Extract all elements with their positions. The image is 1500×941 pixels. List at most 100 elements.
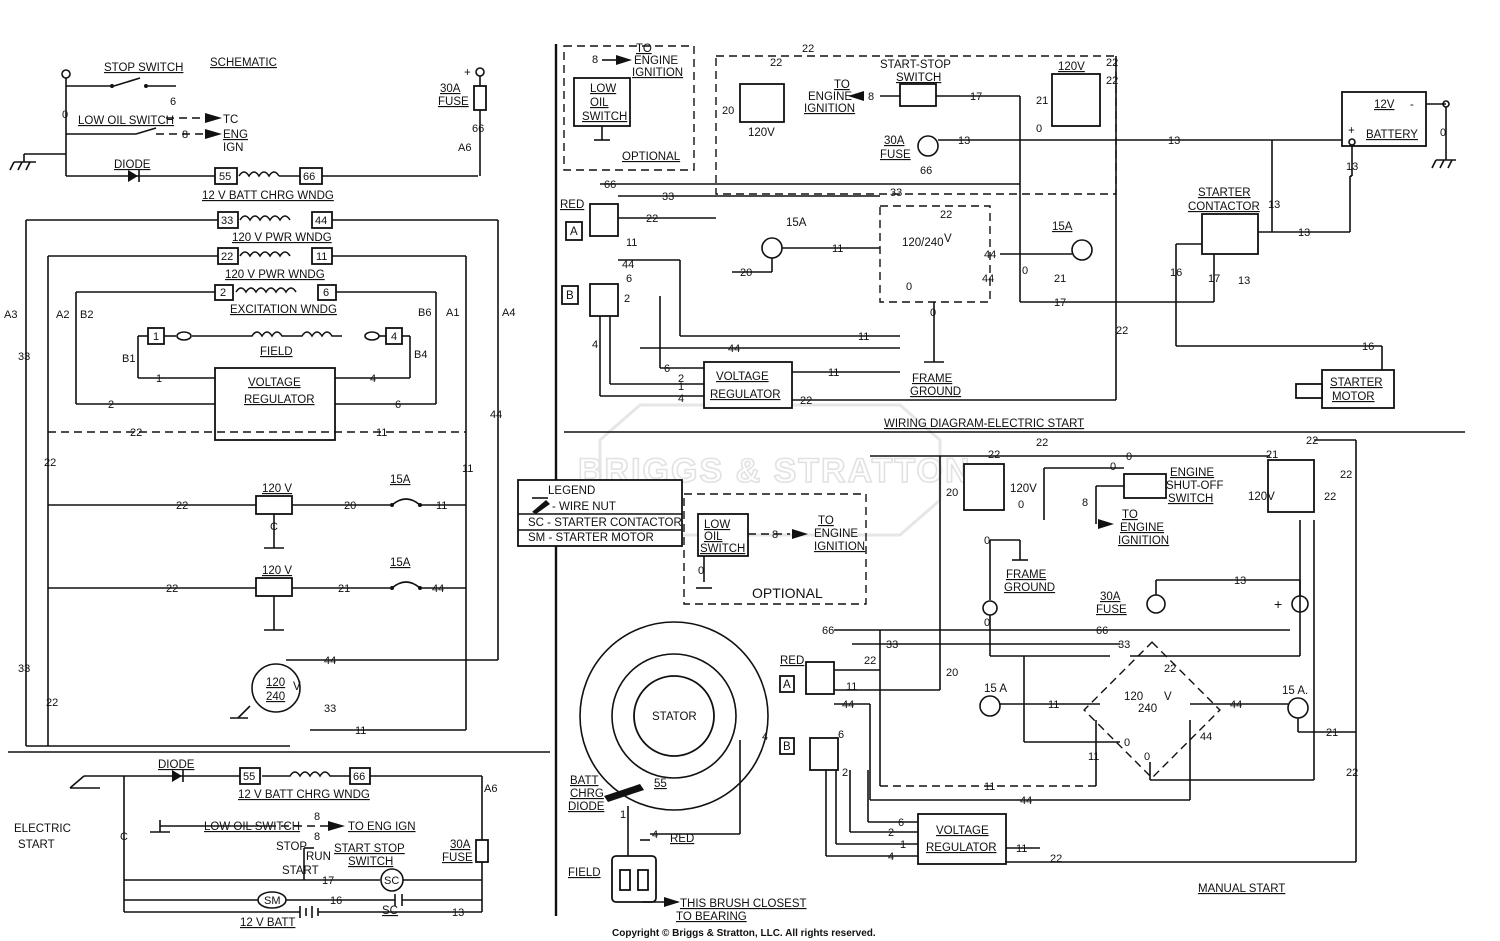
fuse-icon <box>917 135 939 157</box>
terminal-55 <box>239 767 261 785</box>
svg-text:44: 44 <box>622 259 634 271</box>
schematic-panel: SCHEMATIC STOP SWITCH 6 0 LOW OIL SWITCH… <box>4 57 515 747</box>
arrow-icon <box>848 91 864 101</box>
svg-text:-: - <box>1410 99 1414 111</box>
svg-text:44: 44 <box>1020 795 1032 807</box>
svg-text:B: B <box>566 290 574 302</box>
svg-text:33: 33 <box>886 639 898 651</box>
svg-text:0: 0 <box>1110 461 1116 473</box>
electric-start-label-2: START <box>18 839 55 851</box>
svg-text:0: 0 <box>1144 751 1150 763</box>
wire-num: 21 <box>338 583 350 595</box>
svg-text:44: 44 <box>728 343 740 355</box>
voltage-regulator-box <box>703 361 793 409</box>
svg-text:BATTERY: BATTERY <box>1366 129 1418 141</box>
svg-text:240: 240 <box>266 691 285 703</box>
svg-text:21: 21 <box>1054 273 1066 285</box>
optional-label: OPTIONAL <box>622 151 681 163</box>
battery-icon <box>1341 91 1427 147</box>
svg-text:ENGINE: ENGINE <box>808 91 852 103</box>
svg-text:GROUND: GROUND <box>910 386 961 398</box>
svg-text:33: 33 <box>662 191 674 203</box>
to-ign-label: IGN <box>223 142 243 154</box>
svg-text:22: 22 <box>864 655 876 667</box>
connector-a-icon <box>589 203 619 237</box>
svg-text:21: 21 <box>1326 727 1338 739</box>
svg-text:2: 2 <box>220 287 226 299</box>
svg-text:33: 33 <box>221 215 233 227</box>
svg-text:STARTER: STARTER <box>1330 377 1383 389</box>
svg-text:4: 4 <box>391 331 397 343</box>
svg-text:16: 16 <box>330 895 342 907</box>
receptacle-120v-b-label: 120 V <box>262 565 292 577</box>
svg-text:REGULATOR: REGULATOR <box>710 389 781 401</box>
breaker-icon <box>1287 697 1309 719</box>
svg-text:C: C <box>270 521 278 533</box>
svg-text:13: 13 <box>1298 227 1310 239</box>
svg-text:2: 2 <box>888 827 894 839</box>
connector-b-icon <box>589 283 619 317</box>
wire-num: 22 <box>44 457 56 469</box>
breaker-icon <box>391 498 421 506</box>
svg-text:SC - STARTER CONTACTOR: SC - STARTER CONTACTOR <box>528 517 682 529</box>
svg-text:STOP: STOP <box>276 841 307 853</box>
receptacle-120v-icon <box>1267 459 1315 513</box>
lead-a6: A6 <box>484 783 497 795</box>
wire-num: 20 <box>344 500 356 512</box>
svg-text:55: 55 <box>243 771 255 783</box>
low-oil-switch-box <box>697 513 749 557</box>
svg-text:120V: 120V <box>748 127 775 139</box>
svg-text:33: 33 <box>1118 639 1130 651</box>
svg-text:4: 4 <box>652 829 658 841</box>
dual-receptacle-icon <box>879 205 991 303</box>
pwr-wndg-b-label: 120 V PWR WNDG <box>225 269 325 281</box>
svg-text:VOLTAGE: VOLTAGE <box>936 825 989 837</box>
wire-num: 66 <box>472 123 484 135</box>
electric-start-label-1: ELECTRIC <box>14 823 71 835</box>
svg-text:22: 22 <box>1340 469 1352 481</box>
svg-text:THIS BRUSH CLOSEST: THIS BRUSH CLOSEST <box>680 898 807 910</box>
wiring-electric-start-title: WIRING DIAGRAM-ELECTRIC START <box>884 418 1084 430</box>
svg-text:0: 0 <box>1124 737 1130 749</box>
wire-num: 1 <box>156 373 162 385</box>
svg-text:22: 22 <box>770 57 782 69</box>
breaker-icon <box>1071 239 1093 261</box>
svg-text:ENGINE: ENGINE <box>814 528 858 540</box>
svg-text:TO: TO <box>818 515 834 527</box>
svg-text:4: 4 <box>678 393 684 405</box>
svg-text:V: V <box>293 681 301 693</box>
low-oil-switch-label: LOW OIL SWITCH <box>78 115 174 127</box>
svg-text:8: 8 <box>1082 497 1088 509</box>
svg-text:66: 66 <box>604 179 616 191</box>
svg-text:6: 6 <box>898 817 904 829</box>
wire-num: 33 <box>18 663 30 675</box>
svg-text:6: 6 <box>323 287 329 299</box>
wire-num: 44 <box>490 409 502 421</box>
wire-num: 33 <box>18 351 30 363</box>
wire-num: 11 <box>355 725 366 737</box>
start-stop-switch-icon <box>899 83 937 107</box>
wire-num: 44 <box>432 583 444 595</box>
lead-a3: A3 <box>4 309 17 321</box>
svg-text:4: 4 <box>592 339 598 351</box>
svg-text:22: 22 <box>800 395 812 407</box>
svg-text:- WIRE NUT: - WIRE NUT <box>552 501 616 513</box>
arrow-icon <box>792 529 808 539</box>
svg-text:2: 2 <box>624 293 630 305</box>
receptacle-120v-icon <box>739 83 785 123</box>
svg-text:8: 8 <box>772 529 778 541</box>
start-stop-switch-label-1: START STOP <box>334 843 405 855</box>
wire-num: 0 <box>62 109 68 121</box>
legend-box <box>517 479 683 547</box>
svg-text:11: 11 <box>846 681 857 693</box>
batt-chrg-wndg-label: 12 V BATT CHRG WNDG <box>238 789 370 801</box>
start-stop-switch-label-2: SWITCH <box>348 856 393 868</box>
svg-text:STARTER: STARTER <box>1198 187 1251 199</box>
arrow-icon <box>616 55 632 65</box>
svg-text:START-STOP: START-STOP <box>880 59 951 71</box>
svg-text:+: + <box>1348 125 1355 137</box>
stator-label: STATOR <box>652 711 697 723</box>
svg-text:A: A <box>570 226 578 238</box>
dual-receptacle-icon <box>251 663 301 713</box>
arrow-icon <box>1098 519 1114 529</box>
